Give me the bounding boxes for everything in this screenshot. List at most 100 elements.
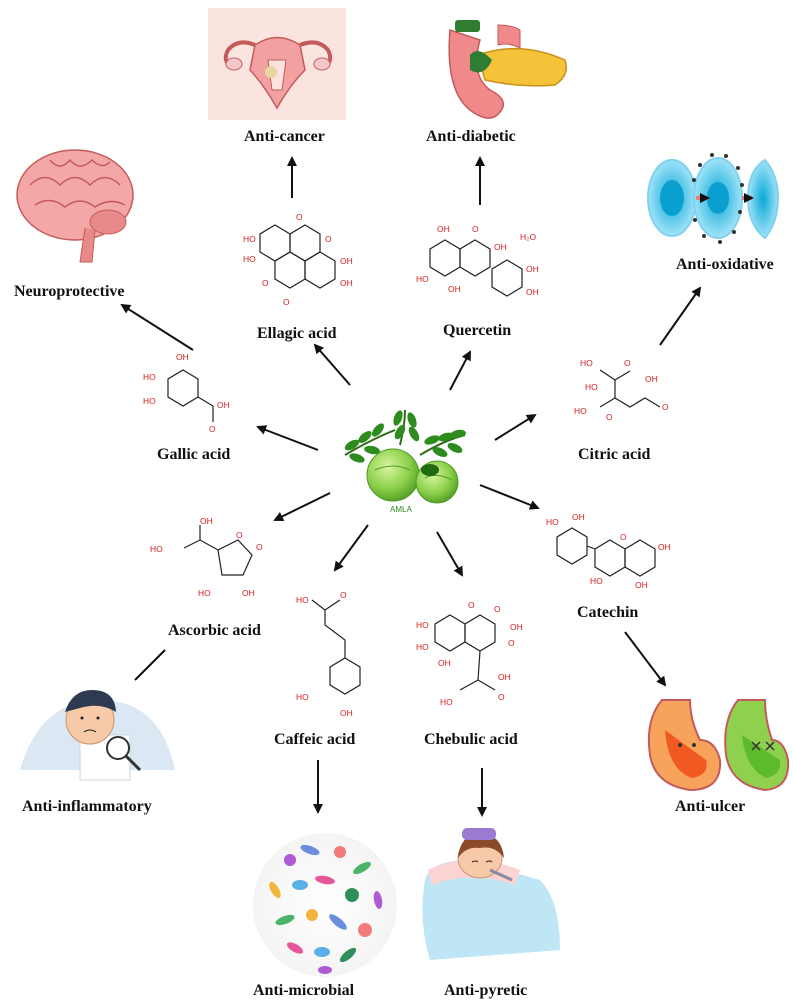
arrow-catechin-to-antiulcer	[624, 631, 667, 687]
compound-ascorbic-acid: Ascorbic acid	[168, 622, 261, 639]
oh-label: OH	[217, 400, 230, 410]
ellagic-acid-structure: HO HO O O OH OH O O	[243, 212, 353, 307]
o-label: O	[498, 692, 505, 702]
o-label: O	[340, 590, 347, 600]
oh-label: OH	[176, 352, 189, 362]
o-label: O	[256, 542, 263, 552]
o-label: O	[325, 234, 332, 244]
oh-label: OH	[340, 708, 353, 718]
gallic-acid-structure: OH HO HO OH O	[143, 352, 230, 434]
amla-fruit-icon	[366, 448, 420, 502]
compound-citric-acid: Citric acid	[578, 446, 651, 463]
arrow-amla-to-chebulic	[436, 531, 464, 577]
o-label: O	[296, 212, 303, 222]
o-label: O	[606, 412, 613, 422]
effect-anti-pyretic: Anti-pyretic	[444, 982, 528, 999]
chebulic-acid-structure: O O OH O HO HO OH OH O HO	[416, 600, 523, 707]
caffeic-acid-structure: HO O HO OH	[296, 590, 361, 718]
o-label: O	[508, 638, 515, 648]
oh-label: OH	[526, 287, 539, 297]
arrow-amla-to-citric	[494, 413, 537, 441]
o-label: O	[624, 358, 631, 368]
uterus-icon	[208, 8, 346, 120]
ho-label: HO	[546, 517, 559, 527]
compound-gallic-acid: Gallic acid	[157, 446, 231, 463]
arrow-gallic-to-neuroprotective	[120, 303, 194, 351]
ho-label: HO	[580, 358, 593, 368]
oh-label: OH	[340, 278, 353, 288]
o-label: O	[262, 278, 269, 288]
o-label: O	[494, 604, 501, 614]
amla-leaves-icon	[344, 409, 466, 463]
oh-label: OH	[448, 284, 461, 294]
effect-anti-microbial: Anti-microbial	[253, 982, 355, 999]
arrow-amla-to-quercetin	[449, 350, 471, 391]
o-label: O	[283, 297, 290, 307]
catechin-structure: HO OH O OH HO OH	[546, 512, 671, 590]
ho-label: HO	[296, 595, 309, 605]
compound-chebulic-acid: Chebulic acid	[424, 731, 518, 748]
h2o-label: H₂O	[520, 232, 536, 242]
ho-label: HO	[243, 254, 256, 264]
oxidative-cells-icon	[647, 153, 780, 244]
o-label: O	[662, 402, 669, 412]
oh-label: OH	[494, 242, 507, 252]
arrow-amla-to-ascorbic	[273, 492, 331, 521]
o-label: O	[472, 224, 479, 234]
brain-icon	[16, 149, 134, 263]
microbes-icon	[253, 833, 397, 977]
pancreas-icon	[448, 20, 567, 119]
effect-neuroprotective: Neuroprotective	[14, 283, 125, 300]
effect-anti-cancer: Anti-cancer	[244, 128, 325, 145]
oh-label: OH	[645, 374, 658, 384]
ho-label: HO	[416, 620, 429, 630]
o-label: O	[620, 532, 627, 542]
ho-label: HO	[574, 406, 587, 416]
citric-acid-structure: HO O HO OH O HO O	[574, 358, 669, 422]
compound-caffeic-acid: Caffeic acid	[274, 731, 356, 748]
oh-label: OH	[437, 224, 450, 234]
oh-label: OH	[242, 588, 255, 598]
ho-label: HO	[440, 697, 453, 707]
oh-label: OH	[438, 658, 451, 668]
oh-label: OH	[658, 542, 671, 552]
arrow-amla-to-catechin	[479, 484, 540, 510]
oh-label: OH	[340, 256, 353, 266]
arrow-amla-to-gallic	[256, 425, 319, 451]
ho-label: HO	[150, 544, 163, 554]
ho-label: HO	[143, 396, 156, 406]
o-label: O	[209, 424, 216, 434]
arrow-citric-to-antioxidative	[659, 286, 702, 346]
effect-anti-inflammatory: Anti-inflammatory	[22, 798, 152, 815]
quercetin-structure: OH O OH H₂O HO OH OH OH	[416, 224, 539, 297]
line-ascorbic-to-antiinflammatory	[134, 649, 166, 681]
ho-label: HO	[243, 234, 256, 244]
arrows	[120, 156, 702, 817]
oh-label: OH	[526, 264, 539, 274]
ho-label: HO	[198, 588, 211, 598]
oh-label: OH	[510, 622, 523, 632]
o-label: O	[236, 530, 243, 540]
oh-label: OH	[200, 516, 213, 526]
effect-anti-diabetic: Anti-diabetic	[426, 128, 516, 145]
effect-anti-oxidative: Anti-oxidative	[676, 256, 774, 273]
effect-anti-ulcer: Anti-ulcer	[675, 798, 746, 815]
arrow-amla-to-ellagic	[313, 343, 351, 386]
oh-label: OH	[635, 580, 648, 590]
arrow-amla-to-caffeic	[333, 524, 369, 572]
ho-label: HO	[296, 692, 309, 702]
ho-label: HO	[590, 576, 603, 586]
compound-quercetin: Quercetin	[443, 322, 512, 339]
ho-label: HO	[585, 382, 598, 392]
o-label: O	[468, 600, 475, 610]
ho-label: HO	[416, 274, 429, 284]
ascorbic-acid-structure: OH HO O O HO OH	[150, 516, 263, 598]
fever-child-icon	[422, 828, 560, 960]
oh-label: OH	[572, 512, 585, 522]
ho-label: HO	[143, 372, 156, 382]
inflamed-person-icon	[20, 690, 175, 781]
amla-label: AMLA	[390, 505, 412, 514]
oh-label: OH	[498, 672, 511, 682]
